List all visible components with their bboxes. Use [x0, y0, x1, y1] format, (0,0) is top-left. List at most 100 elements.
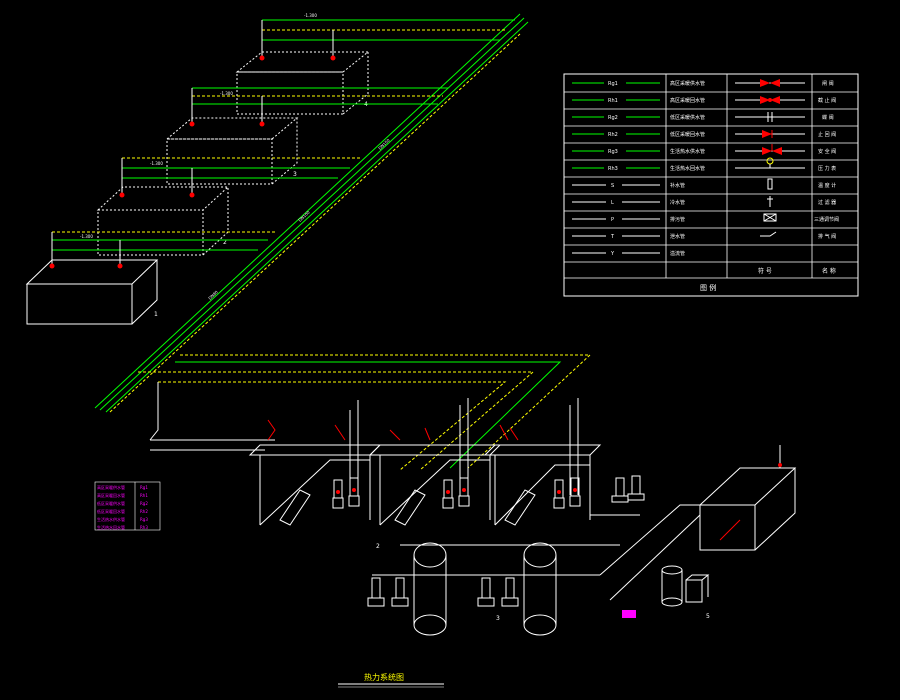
elevation-mark: -1.300 — [150, 161, 163, 166]
legend-name: 止 回 阀 — [818, 131, 836, 138]
legend-code: S — [611, 183, 614, 189]
valve-icon — [330, 55, 336, 61]
main-riser-return — [109, 33, 521, 413]
equipment-tag: 3 — [496, 615, 500, 622]
legend-name: 温 度 计 — [818, 182, 836, 189]
legend-row: Rg1 高区采暖供水管 闸 阀 — [572, 79, 834, 87]
pump-icon — [611, 477, 629, 503]
pipe-label: DN150 — [377, 137, 391, 150]
legend-name: 压 力 表 — [818, 165, 836, 172]
legend-desc: 溢流管 — [670, 250, 685, 257]
magenta-legend-code: Rh1 — [140, 493, 148, 498]
legend-code: Rh3 — [608, 166, 618, 172]
legend-row: Rh2 低区采暖回水管 止 回 阀 — [572, 130, 836, 138]
legend-desc: 补水管 — [670, 182, 685, 189]
legend-name: 安 全 阀 — [818, 148, 836, 155]
legend-row: P 排污管 三通调节阀 — [572, 213, 839, 223]
circulation-pumps — [332, 475, 645, 509]
pump-icon — [627, 475, 645, 501]
legend-code: Rg1 — [608, 81, 618, 87]
legend-name: 过 滤 器 — [818, 199, 836, 206]
legend-code: T — [610, 234, 615, 240]
equipment-tag: 5 — [706, 613, 710, 620]
filter-icon — [767, 196, 773, 207]
tank-4 — [235, 51, 370, 115]
check-valve-icon — [735, 130, 805, 138]
tank-riser-stubs — [51, 20, 334, 268]
magenta-legend-label: 低区采暖回水管 — [97, 508, 125, 514]
valve-icon — [189, 121, 195, 127]
three-way-valve-icon — [763, 213, 777, 222]
legend-desc: 低区采暖供水管 — [670, 114, 705, 121]
expansion-vessels — [413, 542, 557, 636]
valve-icon — [259, 121, 265, 127]
tank-branch-returns — [52, 29, 505, 233]
legend-desc: 冷水管 — [670, 199, 685, 206]
legend-name: 排 气 阀 — [818, 233, 836, 240]
legend-col-name: 名 称 — [822, 267, 836, 275]
magenta-legend-label: 高区采暖回水管 — [97, 492, 125, 498]
tank-branch-pipes — [52, 19, 515, 251]
pipe-label: DN80 — [207, 289, 219, 301]
butterfly-valve-icon — [735, 112, 805, 122]
tank-valves — [49, 55, 336, 269]
legend-row: Rh1 高区采暖回水管 截 止 阀 — [572, 96, 836, 104]
legend-name: 三通调节阀 — [814, 216, 839, 223]
thermometer-icon — [767, 178, 773, 190]
legend-row: Rh3 生活热水回水管 压 力 表 — [572, 157, 836, 172]
legend-desc: 生活热水回水管 — [670, 165, 705, 172]
pump-icon — [553, 479, 565, 509]
plant-header-pipes — [138, 354, 592, 471]
magenta-legend-code: Rg1 — [140, 485, 148, 490]
legend-code: Rg2 — [608, 115, 618, 121]
legend-code: L — [611, 200, 614, 206]
legend-row: Rg2 低区采暖供水管 蝶 阀 — [572, 112, 834, 122]
tank-group — [25, 51, 370, 325]
main-riser — [94, 13, 529, 413]
magenta-tag — [622, 610, 636, 618]
magenta-legend-label: 生活热水供水管 — [97, 516, 125, 522]
equipment-tags: 2 3 5 — [376, 543, 710, 622]
exchanger-bays — [248, 444, 602, 526]
magenta-legend-code: Rg2 — [140, 501, 148, 506]
valve-icon — [189, 192, 195, 198]
drawing-title-block: 热力系统图 — [338, 672, 444, 688]
legend-desc: 生活热水供水管 — [670, 148, 705, 155]
legend-desc: 泄水管 — [670, 233, 685, 240]
legend-table: Rg1 高区采暖供水管 闸 阀 Rh1 高区采暖回水管 — [563, 73, 859, 297]
magenta-legend-code: Rh2 — [140, 509, 148, 514]
safety-valve-icon — [735, 144, 805, 155]
valve-icon — [259, 55, 265, 61]
pressure-gauge-icon — [735, 157, 805, 169]
legend-code: Rh2 — [608, 132, 618, 138]
tank-2 — [96, 186, 230, 256]
pump-icon — [458, 477, 470, 507]
legend-heading: 图 例 — [700, 283, 716, 292]
tank-number: 1 — [154, 311, 158, 318]
bay-tags — [267, 419, 519, 441]
legend-code: Rh1 — [608, 98, 618, 104]
legend-code: Y — [610, 251, 615, 257]
magenta-legend-code: Rh3 — [140, 525, 148, 530]
legend-row: L 冷水管 过 滤 器 — [572, 196, 836, 207]
tank-number: 2 — [223, 239, 227, 246]
magenta-legend-code: Rg3 — [140, 517, 148, 522]
legend-desc: 排污管 — [670, 216, 685, 223]
legend-desc: 低区采暖回水管 — [670, 131, 705, 138]
legend-row: T 泄水管 排 气 阀 — [572, 231, 836, 240]
gate-valve-icon — [735, 79, 805, 87]
plate-exchangers — [279, 489, 536, 526]
riser-labels: DN150 DN100 DN80 — [207, 137, 391, 300]
pump-icon — [442, 479, 454, 509]
legend-code: Rg3 — [608, 149, 618, 155]
legend-desc: 高区采暖供水管 — [670, 80, 705, 87]
pump-icon — [332, 479, 344, 509]
legend-row: S 补水管 温 度 计 — [572, 178, 836, 190]
valve-icon — [49, 263, 55, 269]
globe-valve-icon — [735, 96, 805, 104]
pump-icon — [569, 477, 581, 507]
tank-number: 3 — [293, 171, 297, 178]
legend-name: 蝶 阀 — [822, 114, 834, 121]
legend-desc: 高区采暖回水管 — [670, 97, 705, 104]
